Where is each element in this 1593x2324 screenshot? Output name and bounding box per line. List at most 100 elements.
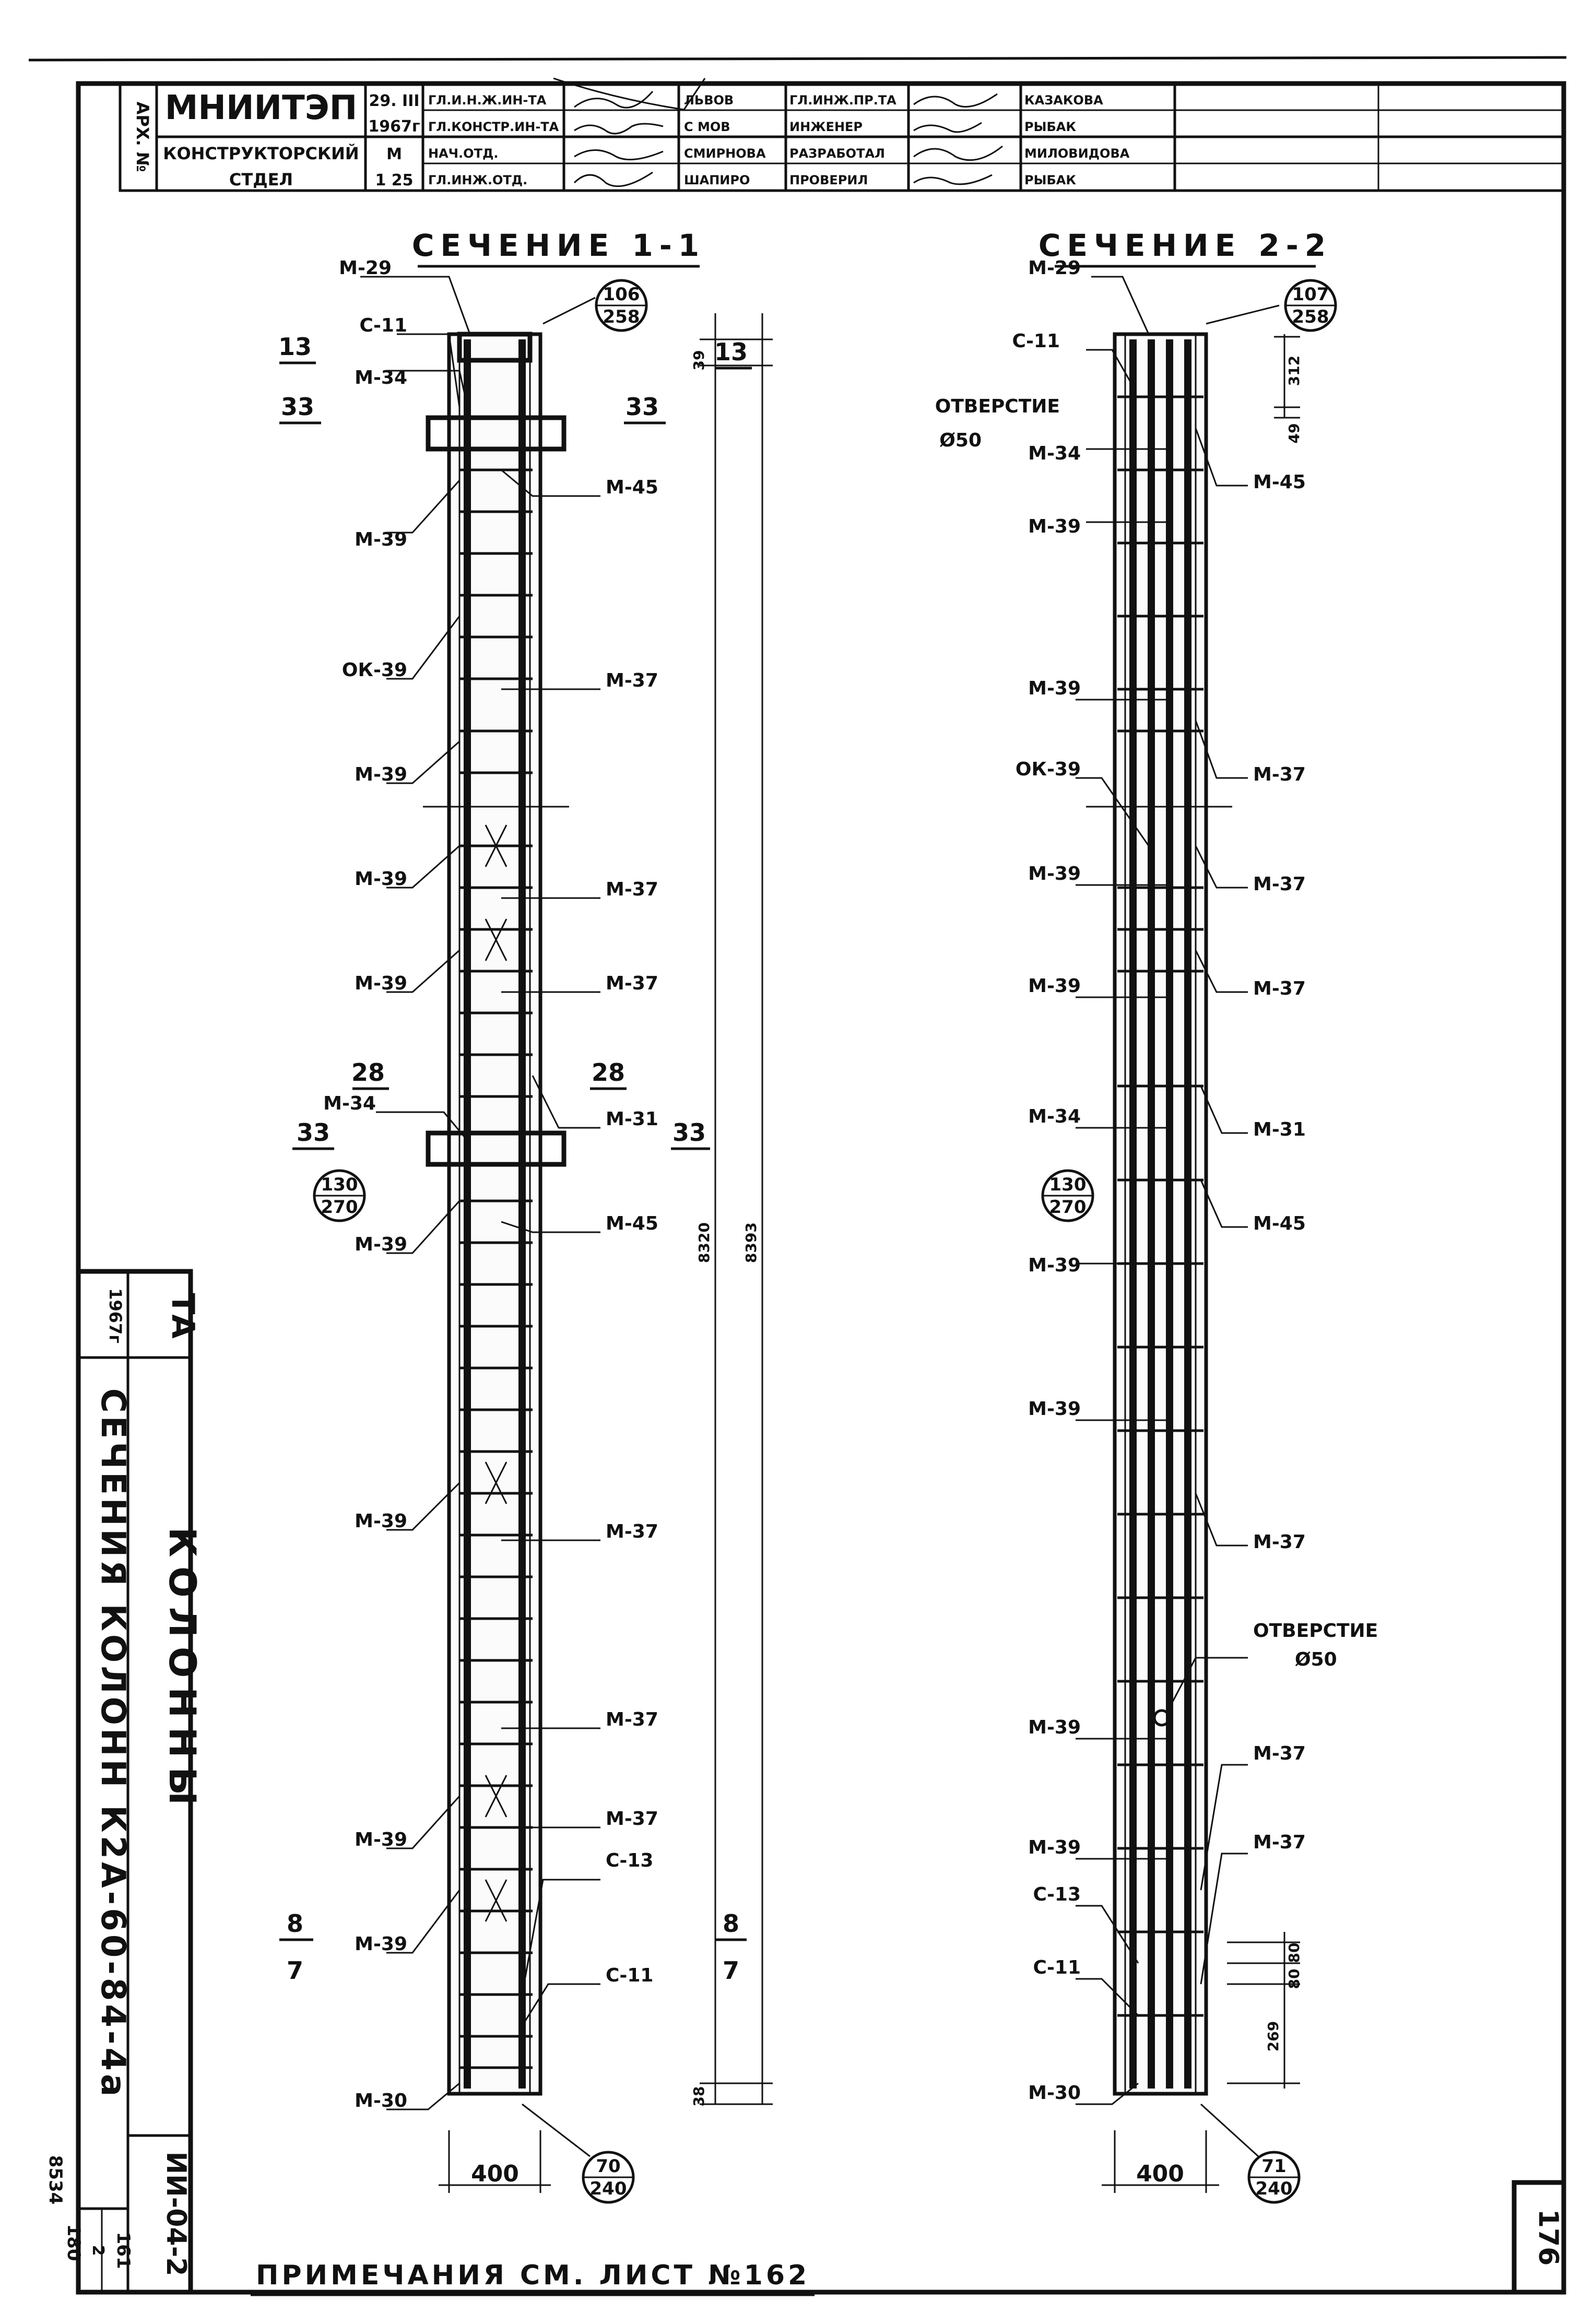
- s1-dim-8393: 8393: [742, 1222, 760, 1263]
- role-1: ГЛ.И.Н.Ж.ИН-ТА: [428, 93, 547, 108]
- s1-label-m39-7: М-39: [355, 1829, 407, 1850]
- s2-label-m37-4: М-37: [1253, 1531, 1306, 1553]
- s1-label-c11: С-11: [360, 315, 407, 336]
- s2-label-m29: М-29: [1028, 257, 1081, 279]
- name2-3: МИЛОВИДОВА: [1024, 146, 1130, 161]
- s1-dim-39: 39: [690, 350, 707, 371]
- s2-dim-80-b: 80: [1285, 1969, 1303, 1989]
- s1-mark-28-left: 28: [351, 1058, 385, 1087]
- column-2-core: [1124, 333, 1197, 2095]
- s1-label-m37-3: М-37: [606, 973, 658, 994]
- stamp-archive: 8534: [45, 2155, 66, 2205]
- signatures: [553, 77, 1003, 187]
- role2-3: РАЗРАБОТАЛ: [789, 146, 885, 161]
- role2-2: ИНЖЕНЕР: [789, 120, 863, 134]
- s1-label-c13: С-13: [606, 1850, 653, 1871]
- s1-mark-33-right: 33: [626, 393, 659, 421]
- s1-label-m39-5: М-39: [355, 1234, 407, 1255]
- s1-label-m37-5: М-37: [606, 1709, 658, 1730]
- date-line-2: 1967г: [368, 117, 420, 136]
- s1-circle-mid-den: 270: [321, 1197, 358, 1218]
- s2-dim-49: 49: [1285, 423, 1303, 444]
- name-4: ШАПИРО: [684, 173, 750, 187]
- stamp-sheet: 161: [113, 2232, 134, 2269]
- s1-circle-bot-den: 240: [590, 2178, 627, 2199]
- page-number: 176: [1532, 2209, 1564, 2266]
- s2-label-m37-6: М-37: [1253, 1832, 1306, 1853]
- column-1-console-mid: [426, 1130, 567, 1167]
- dept-name-2: СТДЕЛ: [229, 170, 293, 190]
- column-1-cross-ties: [485, 824, 508, 1922]
- s2-label-m45-mid: М-45: [1253, 1213, 1306, 1234]
- s1-label-m45-top: М-45: [606, 477, 658, 498]
- s2-label-m37-2: М-37: [1253, 874, 1306, 895]
- s1-label-m37-4: М-37: [606, 1521, 658, 1542]
- s2-label-m34-mid: М-34: [1028, 1106, 1081, 1127]
- s2-label-hole-bot-dia: Ø50: [1295, 1649, 1337, 1670]
- s1-label-m37-2: М-37: [606, 879, 658, 900]
- s2-label-m39-6: М-39: [1028, 1398, 1081, 1420]
- name2-1: КАЗАКОВА: [1024, 93, 1103, 108]
- s2-label-ok39: ОК-39: [1016, 759, 1081, 780]
- s1-label-m39-1: М-39: [355, 529, 407, 550]
- s1-label-m45-mid: М-45: [606, 1213, 658, 1234]
- s2-label-m37-5: М-37: [1253, 1743, 1306, 1764]
- s2-label-c11: С-11: [1012, 331, 1060, 352]
- side-stamp: ТА 1967г КОЛОННЫ СЕЧЕНИЯ КОЛОНН К2А-60-8…: [45, 1269, 204, 2295]
- s1-mark-8-right: 8: [723, 1909, 739, 1938]
- name-1: ЛЬВОВ: [684, 93, 734, 108]
- s1-mark-8-left: 8: [287, 1909, 303, 1938]
- name-3: СМИРНОВА: [684, 146, 766, 161]
- s2-label-m37-1: М-37: [1253, 764, 1306, 785]
- s2-label-m39-3: М-39: [1028, 863, 1081, 884]
- s1-mark-33-mid-right: 33: [672, 1118, 706, 1147]
- name2-4: РЫБАК: [1024, 173, 1076, 187]
- role-2: ГЛ.КОНСТР.ИН-ТА: [428, 120, 559, 134]
- stamp-issue: 2: [89, 2245, 107, 2256]
- s1-label-m34-mid: М-34: [323, 1093, 376, 1114]
- s2-dim-80-a: 80: [1285, 1943, 1303, 1963]
- scale-line-1: М: [386, 145, 402, 163]
- s2-circle-mid-den: 270: [1049, 1197, 1087, 1218]
- scale-line-2: 1 25: [375, 171, 413, 190]
- stamp-code: ИИ-04-2: [160, 2152, 192, 2276]
- s1-mark-13-right: 13: [714, 338, 748, 366]
- column-1-body: [447, 332, 542, 2096]
- s1-label-c11-bot: С-11: [606, 1965, 653, 1986]
- s2-label-m45-top: М-45: [1253, 471, 1306, 493]
- section-1-title: СЕЧЕНИЕ 1-1: [412, 228, 705, 263]
- s1-circle-top-num: 106: [603, 284, 640, 305]
- column-1-cap: [457, 332, 533, 363]
- s1-dimension-lines: [439, 313, 773, 2193]
- s2-circle-bot-num: 71: [1261, 2156, 1286, 2177]
- archive-no-label: АРХ. №: [133, 102, 152, 172]
- s1-mark-28-right: 28: [592, 1058, 625, 1087]
- s2-circle-mid-num: 130: [1049, 1174, 1087, 1195]
- s1-circle-bot: 70 240: [582, 2151, 635, 2204]
- s2-label-m39-2: М-39: [1028, 678, 1081, 699]
- role-3: НАЧ.ОТД.: [428, 146, 498, 161]
- s1-mark-33-mid-left: 33: [297, 1118, 330, 1147]
- s2-hole-marker: [1153, 1709, 1171, 1727]
- s2-label-m31: М-31: [1253, 1119, 1306, 1140]
- column-1-stirrups: [459, 468, 533, 2069]
- stamp-year: 1967г: [105, 1288, 125, 1343]
- s2-label-m39-8: М-39: [1028, 1837, 1081, 1858]
- s2-circle-top-num: 107: [1292, 284, 1329, 305]
- s2-label-m37-3: М-37: [1253, 978, 1306, 999]
- s2-circle-top-den: 258: [1292, 306, 1329, 327]
- section-1-1: СЕЧЕНИЕ 1-1: [278, 228, 773, 2204]
- s2-circle-top: 107 258: [1284, 279, 1337, 332]
- s2-label-hole-top-dia: Ø50: [939, 430, 982, 451]
- s1-dim-8320: 8320: [695, 1222, 713, 1263]
- s1-mark-13-left: 13: [278, 333, 312, 361]
- column-2-bars: [1129, 339, 1191, 2089]
- s1-label-m34-top: М-34: [355, 367, 407, 388]
- name-2: С МОВ: [684, 120, 730, 134]
- name2-2: РЫБАК: [1024, 120, 1076, 134]
- s2-label-m39-4: М-39: [1028, 975, 1081, 997]
- top-cut-line: [28, 56, 1567, 62]
- page-number-box: 176: [1512, 2180, 1566, 2295]
- stamp-subtitle: СЕЧЕНИЯ КОЛОНН К2А-60-84-4а: [93, 1388, 132, 2099]
- s1-mark-7-left: 7: [287, 1956, 303, 1985]
